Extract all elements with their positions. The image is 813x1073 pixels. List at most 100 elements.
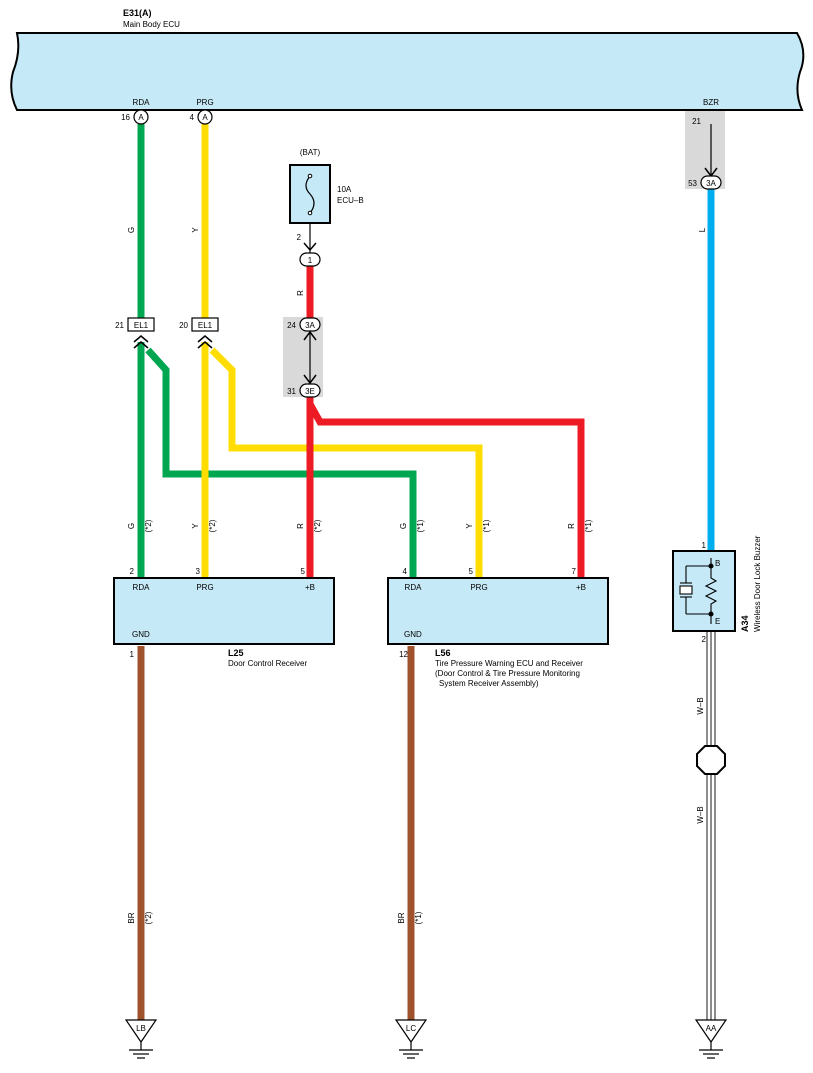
svg-text:G: G xyxy=(127,227,136,233)
svg-text:4: 4 xyxy=(403,567,408,576)
svg-text:2: 2 xyxy=(702,635,707,644)
svg-text:R: R xyxy=(567,523,576,529)
svg-text:+B: +B xyxy=(576,583,586,592)
el1-connector-rda: EL1 21 xyxy=(115,317,155,349)
l56-id: L56 xyxy=(435,648,451,658)
svg-text:E: E xyxy=(715,617,720,626)
svg-text:1: 1 xyxy=(308,256,313,265)
l25-id: L25 xyxy=(228,648,244,658)
connector-3a-pin: 53 xyxy=(688,179,697,188)
svg-text:BR: BR xyxy=(397,912,406,923)
ecu-id: E31(A) xyxy=(123,8,152,18)
svg-text:BR: BR xyxy=(127,912,136,923)
svg-text:Y: Y xyxy=(191,523,200,529)
l25-name: Door Control Receiver xyxy=(228,659,307,668)
svg-text:EL1: EL1 xyxy=(198,321,213,330)
svg-text:3A: 3A xyxy=(706,179,716,188)
svg-text:3: 3 xyxy=(196,567,201,576)
wire-wb xyxy=(706,632,716,1020)
svg-text:PRG: PRG xyxy=(196,583,213,592)
junction-bottom-pin: 31 xyxy=(287,387,296,396)
svg-text:AA: AA xyxy=(706,1024,717,1033)
svg-text:PRG: PRG xyxy=(470,583,487,592)
ecu-box xyxy=(10,32,805,111)
buzzer-internal xyxy=(679,558,718,624)
svg-text:EL1: EL1 xyxy=(134,321,149,330)
a34-wireless-door-lock-buzzer: 1 2 B E A34 Wireless Door Lock Buzzer xyxy=(672,535,762,644)
a34-id: A34 xyxy=(740,615,750,632)
main-body-ecu: E31(A) Main Body ECU RDA PRG BZR xyxy=(10,8,805,111)
svg-text:Y: Y xyxy=(191,227,200,233)
ecu-pin-prg-number: 4 xyxy=(190,113,195,122)
ecu-pin-prg-label: PRG xyxy=(196,98,213,107)
svg-text:1: 1 xyxy=(702,541,707,550)
svg-text:(*2): (*2) xyxy=(144,519,153,532)
svg-text:3E: 3E xyxy=(305,387,315,396)
wire-green-branch xyxy=(145,347,417,578)
svg-text:2: 2 xyxy=(130,567,135,576)
svg-text:1: 1 xyxy=(130,650,135,659)
l56-name-3: System Receiver Assembly) xyxy=(439,679,539,688)
ecu-pin-rda: A 16 xyxy=(121,109,149,125)
svg-text:Y: Y xyxy=(465,523,474,529)
l56-name-2: (Door Control & Tire Pressure Monitoring xyxy=(435,669,580,678)
resistor-zigzag xyxy=(704,570,718,610)
el1-connector-prg: EL1 20 xyxy=(179,317,219,349)
svg-text:7: 7 xyxy=(572,567,577,576)
svg-text:GND: GND xyxy=(132,630,150,639)
ground-lc: LC xyxy=(394,1019,428,1059)
svg-text:G: G xyxy=(399,523,408,529)
svg-text:RDA: RDA xyxy=(133,583,151,592)
el1-prg-pin: 20 xyxy=(179,321,188,330)
svg-text:G: G xyxy=(127,523,136,529)
svg-text:A: A xyxy=(202,113,208,122)
fuse-ecu-b: (BAT) 10A ECU–B 2 1 xyxy=(289,148,364,267)
el1-rda-pin: 21 xyxy=(115,321,124,330)
ecu-pin-prg: A 4 xyxy=(190,109,213,125)
ecu-pin-bzr: 21 3A 53 xyxy=(688,117,722,190)
l56-name-1: Tire Pressure Warning ECU and Receiver xyxy=(435,659,583,668)
svg-text:(*1): (*1) xyxy=(482,519,491,532)
svg-text:W–B: W–B xyxy=(696,697,705,714)
wire-yellow-branch xyxy=(209,347,483,578)
svg-text:(*1): (*1) xyxy=(414,911,423,924)
a34-name: Wireless Door Lock Buzzer xyxy=(753,535,762,632)
ecu-pin-rda-number: 16 xyxy=(121,113,130,122)
svg-text:W–B: W–B xyxy=(696,806,705,823)
fuse-element xyxy=(305,175,315,214)
svg-text:5: 5 xyxy=(301,567,306,576)
l25-door-control-receiver: 2 3 5 RDA PRG +B GND 1 L25 Door Control … xyxy=(113,567,335,668)
wire-labels: G Y R L G (*2) Y (*2) R (*2) G (*1) Y (*… xyxy=(127,227,707,925)
l56-tire-pressure-ecu: 4 5 7 RDA PRG +B GND 12 L56 Tire Pressur… xyxy=(387,567,609,688)
svg-text:R: R xyxy=(296,523,305,529)
ground-lb: LB xyxy=(124,1019,158,1059)
svg-text:(*1): (*1) xyxy=(416,519,425,532)
ecu-pin-bzr-number: 21 xyxy=(692,117,701,126)
ecu-pin-rda-label: RDA xyxy=(133,98,151,107)
fuse-name: ECU–B xyxy=(337,196,364,205)
svg-text:LC: LC xyxy=(406,1024,416,1033)
svg-text:+B: +B xyxy=(305,583,315,592)
ecu-name: Main Body ECU xyxy=(123,20,180,29)
wb-splice-octagon xyxy=(696,745,726,775)
svg-text:5: 5 xyxy=(469,567,474,576)
ground-aa: AA xyxy=(694,1019,728,1059)
wire-red-branch xyxy=(306,402,585,578)
ecu-pin-bzr-label: BZR xyxy=(703,98,719,107)
svg-text:RDA: RDA xyxy=(405,583,423,592)
svg-text:LB: LB xyxy=(136,1024,146,1033)
svg-text:A: A xyxy=(138,113,144,122)
svg-text:GND: GND xyxy=(404,630,422,639)
junction-red: 3A 24 3E 31 xyxy=(287,317,321,398)
svg-text:(*2): (*2) xyxy=(144,911,153,924)
fuse-source: (BAT) xyxy=(300,148,321,157)
svg-text:R: R xyxy=(296,290,305,296)
svg-text:(*2): (*2) xyxy=(208,519,217,532)
svg-text:B: B xyxy=(715,559,720,568)
svg-text:3A: 3A xyxy=(305,321,315,330)
svg-text:L: L xyxy=(698,227,707,232)
svg-text:(*2): (*2) xyxy=(313,519,322,532)
fuse-pin: 2 xyxy=(297,233,302,242)
junction-top-pin: 24 xyxy=(287,321,296,330)
